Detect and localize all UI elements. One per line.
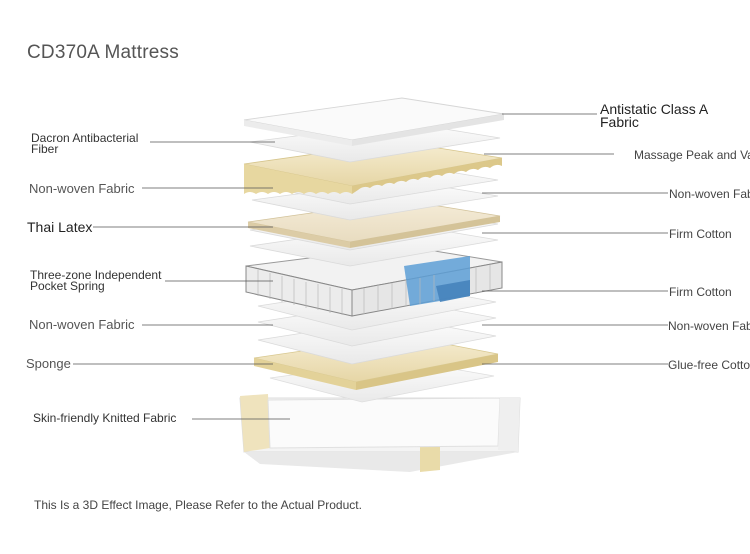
label-sponge: Sponge (26, 356, 71, 371)
layer-thai-latex (247, 199, 501, 248)
label-firm-cotton-upper: Firm Cotton (669, 227, 732, 241)
label-nonwoven-upper-left: Non-woven Fabric (29, 181, 135, 196)
label-knitted-fabric: Skin-friendly Knitted Fabric (33, 411, 177, 425)
page-title: CD370A Mattress (27, 42, 179, 63)
label-nonwoven-upper-right: Non-woven Fab (669, 187, 750, 201)
disclaimer-text: This Is a 3D Effect Image, Please Refer … (34, 498, 362, 512)
label-nonwoven-lower-left: Non-woven Fabric (29, 317, 135, 332)
label-firm-cotton-lower: Firm Cotton (669, 285, 732, 299)
label-nonwoven-lower-right: Non-woven Fab (668, 319, 750, 333)
base-frame (239, 394, 521, 472)
layer-antistatic-fabric (243, 97, 505, 146)
label-glue-free-cotton: Glue-free Cotto (668, 358, 750, 372)
left-leader-lines (73, 141, 290, 420)
layer-massage-peak-valley (243, 141, 503, 194)
layer-pocket-spring (245, 245, 503, 317)
label-thai-latex: Thai Latex (27, 219, 93, 235)
right-leader-lines (482, 113, 668, 365)
label-massage-peak-valley: Massage Peak and Va (634, 148, 750, 162)
